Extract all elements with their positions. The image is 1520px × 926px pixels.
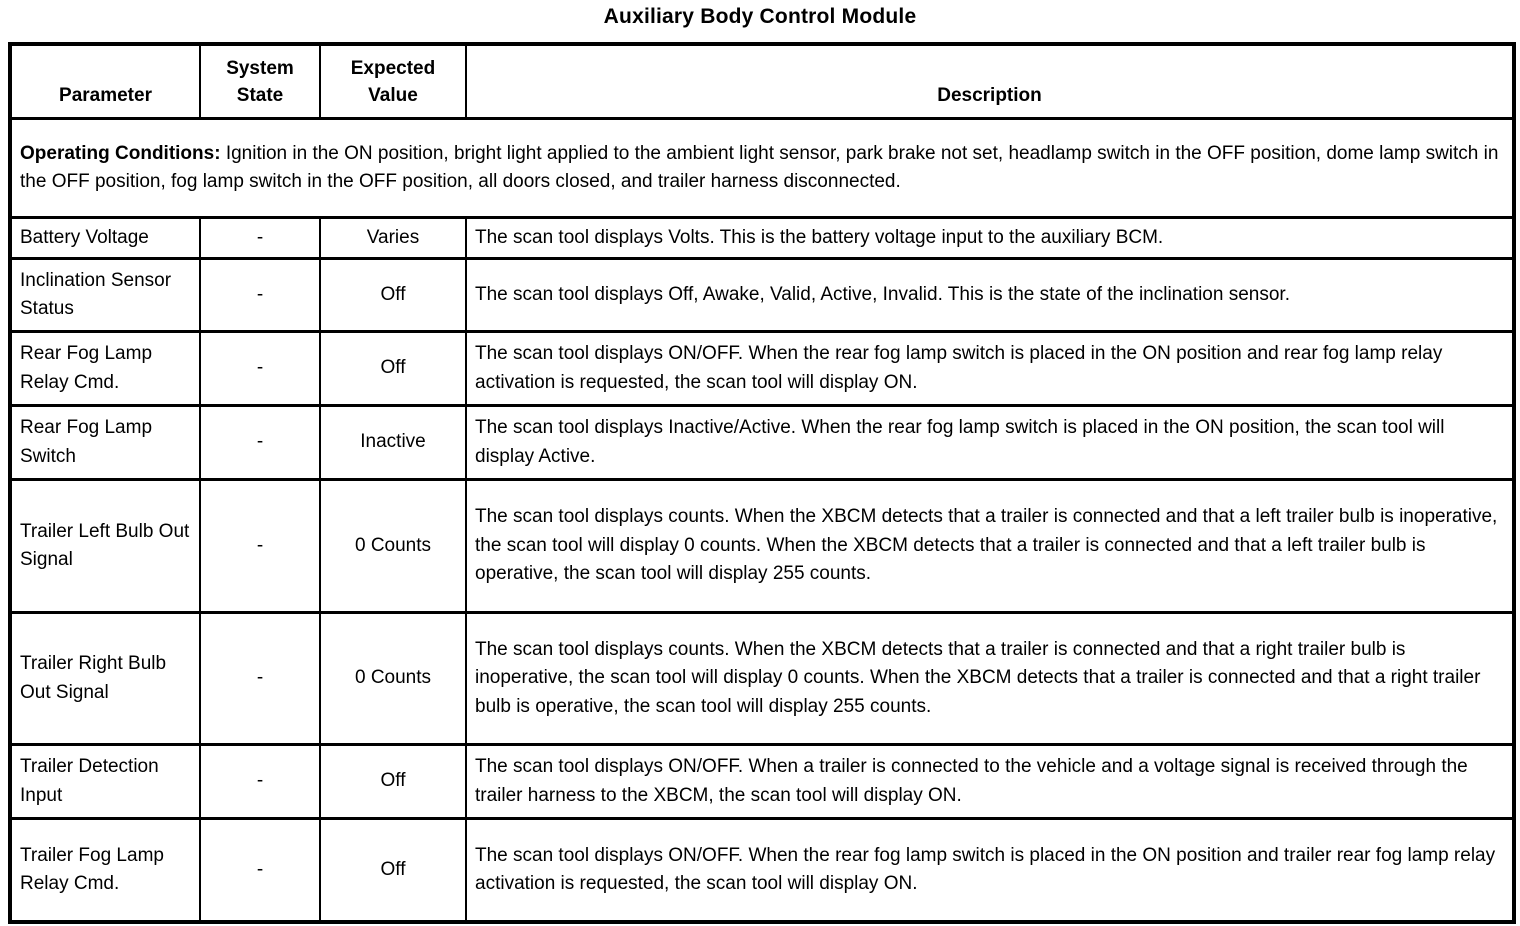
table-row: Trailer Detection Input - Off The scan t… [9, 743, 1515, 820]
operating-conditions-label: Operating Conditions: [20, 142, 221, 164]
parameter-cell: Trailer Detection Input [9, 743, 201, 820]
column-header-system-state: System State [199, 42, 321, 120]
table-body: Operating Conditions: Ignition in the ON… [9, 117, 1515, 924]
header-row: Parameter System State Expected Value De… [9, 42, 1515, 120]
column-header-expected-value: Expected Value [319, 42, 467, 120]
expected-value-cell: Inactive [319, 404, 467, 481]
description-cell: The scan tool displays Inactive/Active. … [465, 404, 1515, 481]
table-row: Trailer Left Bulb Out Signal - 0 Counts … [9, 478, 1515, 614]
description-cell: The scan tool displays Off, Awake, Valid… [465, 257, 1515, 333]
parameter-cell: Inclination Sensor Status [9, 257, 201, 333]
column-header-parameter: Parameter [9, 42, 201, 120]
table-row: Trailer Right Bulb Out Signal - 0 Counts… [9, 611, 1515, 746]
system-state-cell: - [199, 611, 321, 746]
description-cell: The scan tool displays ON/OFF. When the … [465, 330, 1515, 407]
parameter-table: Parameter System State Expected Value De… [8, 42, 1516, 924]
parameter-cell: Trailer Right Bulb Out Signal [9, 611, 201, 746]
description-cell: The scan tool displays ON/OFF. When a tr… [465, 743, 1515, 820]
system-state-cell: - [199, 404, 321, 481]
system-state-cell: - [199, 743, 321, 820]
description-cell: The scan tool displays Volts. This is th… [465, 216, 1515, 260]
table-row: Battery Voltage - Varies The scan tool d… [9, 216, 1515, 260]
expected-value-cell: Off [319, 743, 467, 820]
table-row: Inclination Sensor Status - Off The scan… [9, 257, 1515, 333]
column-header-description: Description [465, 42, 1515, 120]
operating-conditions-cell: Operating Conditions: Ignition in the ON… [9, 117, 1515, 219]
expected-value-cell: 0 Counts [319, 611, 467, 746]
system-state-cell: - [199, 257, 321, 333]
parameter-cell: Trailer Fog Lamp Relay Cmd. [9, 817, 201, 924]
expected-value-cell: Off [319, 330, 467, 407]
description-cell: The scan tool displays ON/OFF. When the … [465, 817, 1515, 924]
expected-value-cell: Varies [319, 216, 467, 260]
table-header: Parameter System State Expected Value De… [9, 42, 1515, 120]
system-state-cell: - [199, 478, 321, 614]
expected-value-cell: Off [319, 817, 467, 924]
table-row: Rear Fog Lamp Switch - Inactive The scan… [9, 404, 1515, 481]
parameter-cell: Rear Fog Lamp Switch [9, 404, 201, 481]
table-row: Trailer Fog Lamp Relay Cmd. - Off The sc… [9, 817, 1515, 924]
parameter-cell: Battery Voltage [9, 216, 201, 260]
table-row: Rear Fog Lamp Relay Cmd. - Off The scan … [9, 330, 1515, 407]
page-title: Auxiliary Body Control Module [603, 5, 917, 28]
system-state-cell: - [199, 817, 321, 924]
expected-value-cell: Off [319, 257, 467, 333]
system-state-cell: - [199, 216, 321, 260]
operating-conditions-text: Ignition in the ON position, bright ligh… [20, 142, 1499, 193]
parameter-cell: Trailer Left Bulb Out Signal [9, 478, 201, 614]
operating-conditions-row: Operating Conditions: Ignition in the ON… [9, 117, 1515, 219]
parameter-cell: Rear Fog Lamp Relay Cmd. [9, 330, 201, 407]
description-cell: The scan tool displays counts. When the … [465, 478, 1515, 614]
description-cell: The scan tool displays counts. When the … [465, 611, 1515, 746]
system-state-cell: - [199, 330, 321, 407]
expected-value-cell: 0 Counts [319, 478, 467, 614]
